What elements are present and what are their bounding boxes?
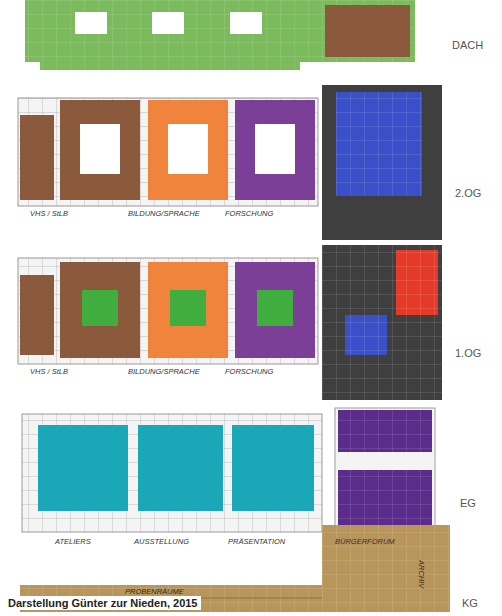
room-label: FORSCHUNG	[225, 210, 273, 218]
floor-label: 2.OG	[455, 188, 481, 199]
room-label: BÜRGERFORUM	[335, 538, 395, 546]
room-label: AUSSTELLUNG	[134, 538, 189, 546]
floor-2og	[18, 85, 442, 240]
room-label: VHS / StLB	[30, 368, 68, 376]
room-label: FORSCHUNG	[225, 368, 273, 376]
room-label: ATELIERS	[55, 538, 91, 546]
room-label: PROBENRÄUME	[125, 588, 184, 596]
floor-label: 1.OG	[455, 348, 481, 359]
room-label: ARCHIV	[418, 560, 426, 588]
figure-caption: Darstellung Günter zur Nieden, 2015	[5, 596, 201, 610]
room-label: PRÄSENTATION	[228, 538, 285, 546]
floor-label: EG	[460, 498, 476, 509]
roof-plate	[25, 0, 415, 70]
room-label: BILDUNG/SPRACHE	[128, 368, 200, 376]
floor-eg	[22, 408, 435, 532]
floor-label: DACH	[452, 40, 483, 51]
floor-1og	[18, 245, 442, 400]
room-label: BILDUNG/SPRACHE	[128, 210, 200, 218]
room-label: VHS / StLB	[30, 210, 68, 218]
floor-label: KG	[462, 598, 478, 609]
